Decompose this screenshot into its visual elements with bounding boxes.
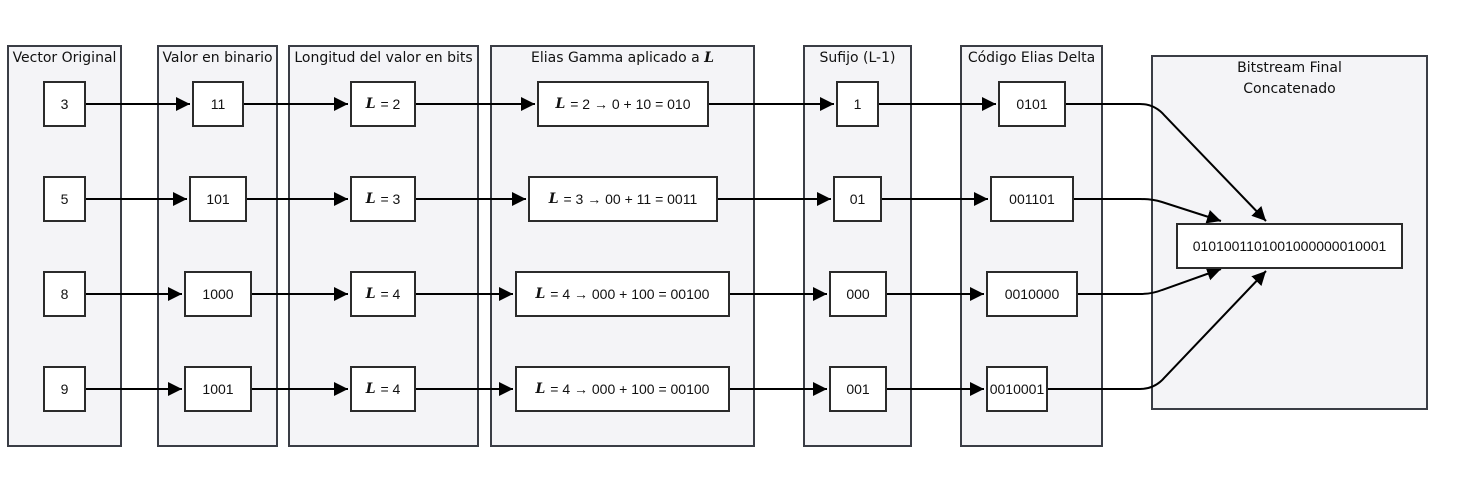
gamma-var-r3: L — [535, 286, 546, 302]
longitud-var-r4: L — [365, 381, 376, 397]
node-binario-1001: 1001 — [184, 366, 252, 412]
gamma-title-var: L — [704, 50, 714, 66]
edge-delta3-final — [1078, 267, 1222, 295]
node-sufijo-r1: 1 — [836, 81, 879, 127]
node-vector-8: 8 — [43, 271, 86, 317]
node-gamma-r1: L = 2 → 0 + 10 = 010 — [537, 81, 709, 127]
group-title-vector: Vector Original — [12, 50, 117, 66]
node-sufijo-r4: 001 — [829, 366, 887, 412]
longitud-var-r2: L — [365, 191, 376, 207]
longitud-text-r3: = 4 — [380, 286, 401, 302]
gamma-var-r4: L — [535, 381, 546, 397]
node-gamma-r4: L = 4 → 000 + 100 = 00100 — [515, 366, 730, 412]
node-delta-r1: 0101 — [998, 81, 1066, 127]
edge-delta1-final — [1066, 103, 1267, 222]
gamma-text-r3: = 4 → 000 + 100 = 00100 — [550, 286, 710, 302]
node-delta-r3: 0010000 — [986, 271, 1078, 317]
node-vector-9: 9 — [43, 366, 86, 412]
gamma-title-text: Elias Gamma aplicado a — [531, 50, 700, 66]
node-delta-r4: 0010001 — [986, 366, 1048, 412]
node-delta-r2: 001101 — [990, 176, 1074, 222]
node-sufijo-r2: 01 — [833, 176, 882, 222]
node-binario-11: 11 — [192, 81, 244, 127]
group-title-sufijo: Sufijo (L-1) — [819, 50, 896, 66]
group-title-longitud: Longitud del valor en bits — [294, 50, 473, 66]
edge-delta2-final — [1074, 198, 1222, 224]
node-gamma-r2: L = 3 → 00 + 11 = 0011 — [528, 176, 718, 222]
node-longitud-r1: L = 2 — [350, 81, 416, 127]
gamma-text-r4: = 4 → 000 + 100 = 00100 — [550, 381, 710, 397]
group-title-binario: Valor en binario — [162, 50, 273, 66]
node-gamma-r3: L = 4 → 000 + 100 = 00100 — [515, 271, 730, 317]
node-vector-5: 5 — [43, 176, 86, 222]
node-binario-1000: 1000 — [184, 271, 252, 317]
node-longitud-r2: L = 3 — [350, 176, 416, 222]
group-title-gamma: Elias Gamma aplicado a L — [492, 49, 753, 67]
node-longitud-r4: L = 4 — [350, 366, 416, 412]
longitud-text-r2: = 3 — [380, 191, 401, 207]
group-title-final: Bitstream Final Concatenado — [1237, 60, 1342, 97]
edge-delta4-final — [1048, 270, 1267, 390]
longitud-text-r1: = 2 — [380, 96, 401, 112]
node-vector-3: 3 — [43, 81, 86, 127]
longitud-var-r3: L — [365, 286, 376, 302]
gamma-text-r2: = 3 → 00 + 11 = 0011 — [563, 191, 698, 207]
node-binario-101: 101 — [189, 176, 247, 222]
node-longitud-r3: L = 4 — [350, 271, 416, 317]
node-sufijo-r3: 000 — [829, 271, 887, 317]
gamma-text-r1: = 2 → 0 + 10 = 010 — [570, 96, 691, 112]
longitud-text-r4: = 4 — [380, 381, 401, 397]
longitud-var-r1: L — [365, 96, 376, 112]
gamma-var-r2: L — [548, 191, 559, 207]
group-title-delta: Código Elias Delta — [967, 50, 1096, 66]
node-bitstream-final: 0101001101001000000010001 — [1176, 223, 1403, 269]
gamma-var-r1: L — [555, 96, 566, 112]
